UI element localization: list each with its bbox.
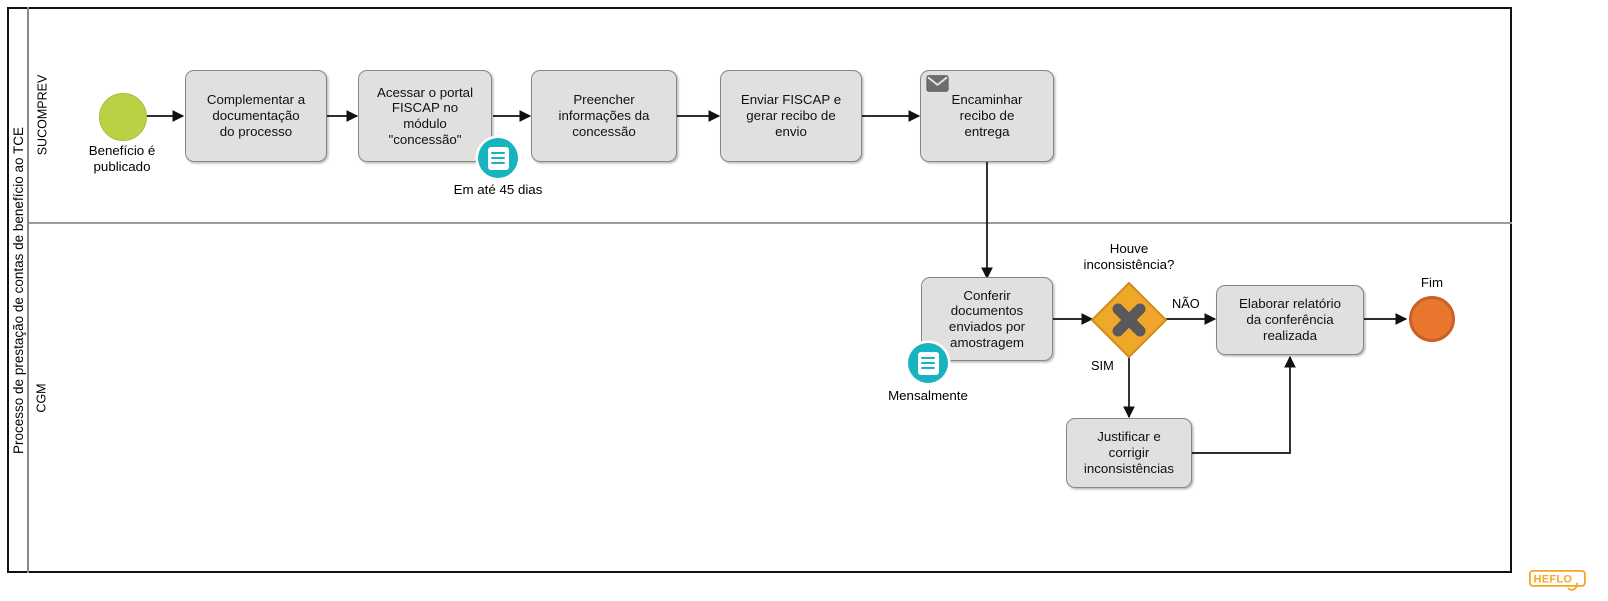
end-event[interactable] [1409,296,1455,342]
task-preencher-informacoes[interactable]: Preencher informações da concessão [531,70,677,162]
flow-label-nao: NÃO [1172,296,1200,311]
lane-label-cgm: CGM [30,224,54,572]
svg-text:HEFLO: HEFLO [1534,574,1573,586]
gateway-label: Houve inconsistência? [1083,241,1175,272]
flow-label-sim: SIM [1091,358,1114,373]
badge-mensalmente-caption: Mensalmente [888,388,968,403]
gateway-houve-inconsistencia[interactable] [1090,281,1168,359]
task-encaminhar-recibo-label: Encaminhar recibo de entrega [951,92,1023,139]
task-complementar-documentacao[interactable]: Complementar a documentação do processo [185,70,327,162]
start-event[interactable] [99,93,147,141]
pool-title-label: Processo de prestação de contas de benef… [10,126,26,454]
task-preencher-informacoes-label: Preencher informações da concessão [558,92,650,139]
end-event-label: Fim [1420,275,1444,290]
task-conferir-documentos[interactable]: Conferir documentos enviados por amostra… [921,277,1053,361]
badge-prazo-45-dias[interactable] [478,138,518,178]
task-encaminhar-recibo[interactable]: Encaminhar recibo de entrega [920,70,1054,162]
task-elaborar-relatorio[interactable]: Elaborar relatório da conferência realiz… [1216,285,1364,355]
task-enviar-fiscap[interactable]: Enviar FISCAP e gerar recibo de envio [720,70,862,162]
lane-label-sucomprev-text: SUCOMPREV [35,74,50,156]
exclusive-x-icon [1112,303,1146,337]
task-complementar-documentacao-label: Complementar a documentação do processo [206,92,306,139]
task-conferir-documentos-label: Conferir documentos enviados por amostra… [948,287,1026,350]
lane-label-cgm-text: CGM [35,383,50,413]
pool-title: Processo de prestação de contas de benef… [7,7,29,573]
lane-label-sucomprev: SUCOMPREV [30,9,54,221]
message-icon [926,75,949,92]
task-enviar-fiscap-label: Enviar FISCAP e gerar recibo de envio [740,92,842,139]
badge-mensalmente[interactable] [908,343,948,383]
document-list-icon [487,146,509,170]
task-acessar-portal-fiscap-label: Acessar o portal FISCAP no módulo "conce… [376,84,474,147]
document-list-icon [917,351,939,375]
task-justificar-corrigir[interactable]: Justificar e corrigir inconsistências [1066,418,1192,488]
lane-divider [29,222,1512,224]
task-justificar-corrigir-label: Justificar e corrigir inconsistências [1083,429,1175,476]
badge-prazo-45-dias-caption: Em até 45 dias [453,182,543,197]
task-acessar-portal-fiscap[interactable]: Acessar o portal FISCAP no módulo "conce… [358,70,492,162]
pool-title-band [7,7,29,573]
start-event-label: Benefício é publicado [88,143,156,174]
heflo-logo: HEFLO [1529,570,1586,591]
task-elaborar-relatorio-label: Elaborar relatório da conferência realiz… [1239,296,1341,343]
